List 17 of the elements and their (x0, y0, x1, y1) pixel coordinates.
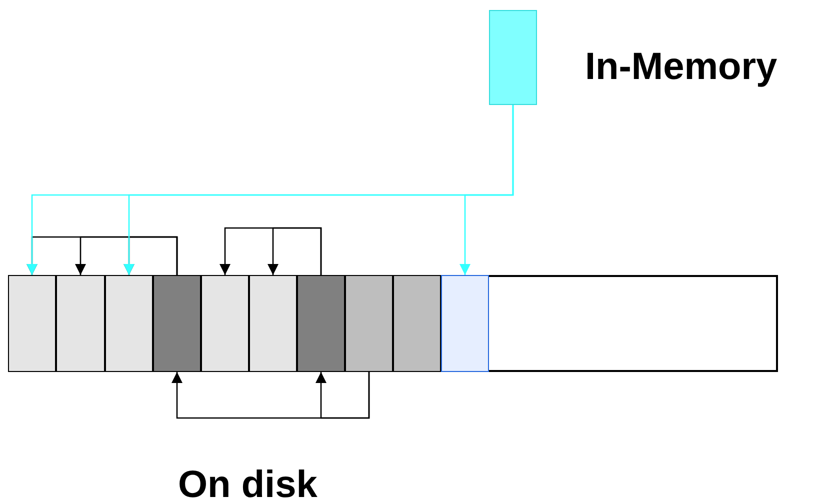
log-segment (105, 275, 153, 372)
arrow (460, 105, 514, 275)
log-segment (8, 275, 56, 372)
log-segment (56, 275, 105, 372)
log-segment (297, 275, 345, 372)
caption-label: On disk (178, 466, 318, 504)
caption-label: In-Memory (585, 48, 778, 86)
log-segment (345, 275, 393, 372)
arrow (220, 227, 322, 275)
log-segment (441, 275, 489, 372)
log-segment (153, 275, 201, 372)
log-segment (249, 275, 297, 372)
memory-block (489, 10, 537, 105)
arrow (172, 372, 370, 419)
disk-log-strip (8, 275, 778, 372)
log-segment (201, 275, 249, 372)
log-segment (393, 275, 441, 372)
